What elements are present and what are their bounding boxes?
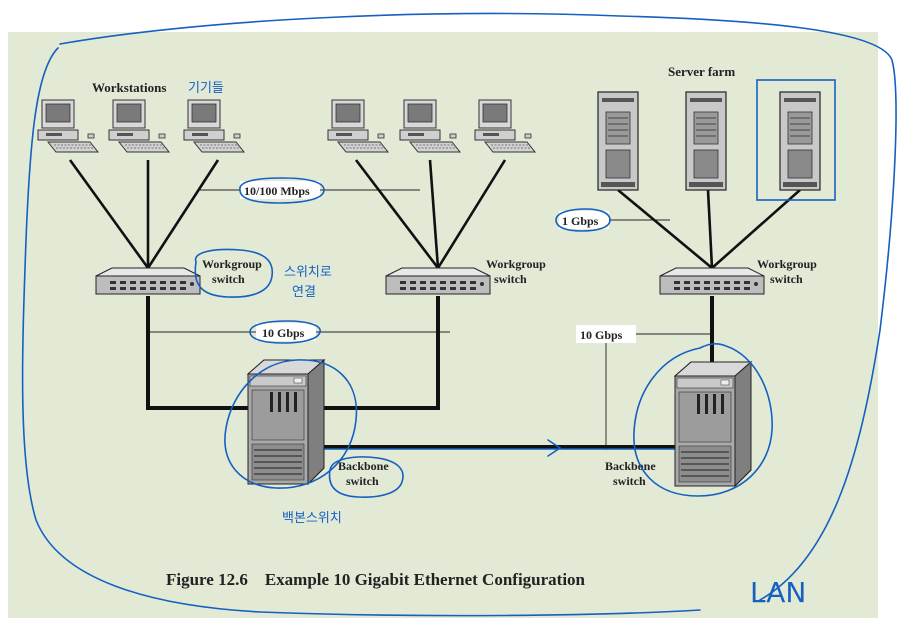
speed-label-bg bbox=[256, 323, 316, 341]
server-icon bbox=[685, 91, 727, 191]
workgroup-switch-label: Workgroup bbox=[486, 257, 546, 271]
workgroup-switch-label: Workgroup bbox=[202, 257, 262, 271]
backbone-switch-label: Backbone bbox=[605, 459, 656, 473]
backbone-links bbox=[146, 296, 714, 449]
handwritten-annotations: 기기들 스위치로 연결 백본스위치 LAN bbox=[21, 12, 897, 617]
annotation-circle bbox=[194, 248, 274, 298]
backbone-switch-icon bbox=[674, 361, 752, 487]
workgroup-switch-label: Workgroup bbox=[757, 257, 817, 271]
annotation-backbone-switch: 백본스위치 bbox=[282, 511, 342, 526]
backbone-switch-label: switch bbox=[613, 474, 646, 488]
server-highlight-box bbox=[756, 79, 836, 201]
speed-label-bg bbox=[576, 325, 636, 343]
backbone-switch-icon bbox=[247, 359, 325, 485]
annotation-circle bbox=[239, 177, 325, 204]
arrow-mark bbox=[547, 439, 562, 457]
workgroup-switch-icon bbox=[95, 267, 201, 295]
speed-label-10gbps-right: 10 Gbps bbox=[580, 328, 623, 342]
workgroup-switch-label: switch bbox=[494, 272, 527, 286]
annotation-switch-connection: 스위치로 bbox=[284, 265, 332, 280]
speed-label-10gbps-left: 10 Gbps bbox=[262, 326, 305, 340]
server-farm-label: Server farm bbox=[668, 64, 735, 79]
server-icon bbox=[597, 91, 639, 191]
speed-label-10-100mbps: 10/100 Mbps bbox=[244, 184, 310, 198]
annotation-circle bbox=[249, 320, 321, 344]
annotation-switch-connection: 연결 bbox=[292, 285, 316, 300]
figure-caption: Figure 12.6 Example 10 Gigabit Ethernet … bbox=[166, 570, 586, 589]
server-icon bbox=[779, 91, 821, 191]
annotation-circle bbox=[328, 456, 404, 498]
annotation-devices: 기기들 bbox=[188, 81, 224, 96]
diagram-panel bbox=[8, 32, 878, 618]
workgroup-switch-label: switch bbox=[212, 272, 245, 286]
lan-boundary-stroke bbox=[21, 12, 897, 617]
speed-label-bg bbox=[240, 181, 320, 199]
annotation-circle bbox=[224, 359, 358, 489]
backbone-switch-label: switch bbox=[346, 474, 379, 488]
workstations-label: Workstations bbox=[92, 80, 166, 95]
workgroup-switch-icon bbox=[659, 267, 765, 295]
annotation-lan: LAN bbox=[750, 576, 806, 609]
annotation-circle bbox=[555, 208, 611, 232]
backbone-switch-label: Backbone bbox=[338, 459, 389, 473]
annotation-circle bbox=[633, 343, 773, 497]
thick-links bbox=[68, 159, 801, 270]
workgroup-switch-icon bbox=[385, 267, 491, 295]
speed-label-bg bbox=[559, 211, 609, 229]
speed-label-1gbps: 1 Gbps bbox=[562, 214, 599, 228]
workgroup-switch-label: switch bbox=[770, 272, 803, 286]
